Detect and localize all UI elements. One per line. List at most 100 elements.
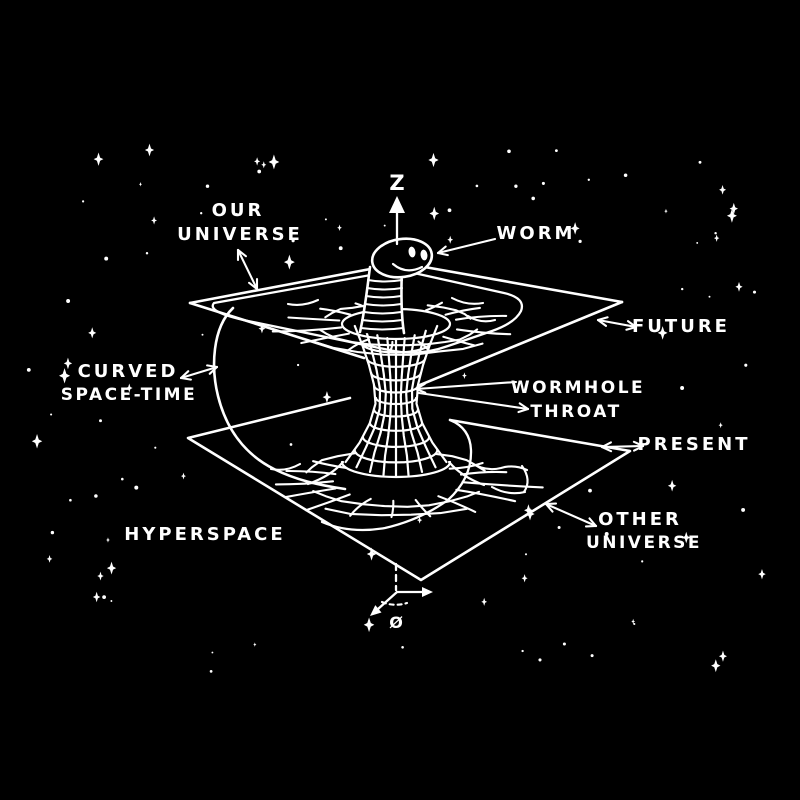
star-dot: [531, 196, 535, 201]
arrow-shaft: [436, 237, 497, 255]
star-dot: [524, 553, 528, 556]
phi-angle-arc: [380, 600, 409, 606]
star-sparkle: [758, 569, 766, 580]
star-sparkle: [667, 479, 677, 492]
arrow-shaft: [417, 391, 530, 411]
arrowhead-barb: [236, 248, 247, 258]
star-dot: [714, 231, 717, 235]
label-curved-space-time-line2: SPACE-TIME: [61, 385, 197, 405]
web-spoke: [459, 470, 508, 476]
web-squiggle: [490, 485, 527, 495]
label-other-universe-line1: OTHER: [598, 509, 682, 530]
web-spoke: [312, 460, 348, 469]
star-sparkle: [63, 357, 73, 370]
arrowhead-barb: [600, 445, 613, 453]
arrowhead-barb: [588, 517, 598, 528]
arrowhead-barb: [600, 441, 612, 449]
star-dot: [681, 287, 684, 291]
label-hyperspace: HYPERSPACE: [124, 524, 285, 545]
star-dot: [26, 367, 31, 372]
web-arc: [434, 452, 486, 472]
web-spoke: [455, 488, 517, 503]
web-arc: [324, 304, 368, 319]
worm-smile: [391, 262, 424, 272]
star-sparkle: [417, 516, 423, 524]
star-sparkle: [106, 537, 110, 543]
star-sparkle: [631, 618, 636, 625]
web-spoke: [414, 498, 432, 518]
web-squiggle: [286, 298, 320, 306]
web-spoke: [284, 487, 337, 499]
star-sparkle: [151, 216, 157, 225]
phi-arrow-diagonal-line: [376, 590, 399, 611]
arrow-our-universe: [236, 248, 259, 291]
star-dot: [205, 184, 210, 188]
worm-eye-left: [408, 246, 416, 258]
star-sparkle: [718, 650, 727, 662]
arrowhead-barb: [436, 245, 447, 255]
funnel-vertical-line: [382, 337, 393, 477]
star-dot: [324, 218, 327, 221]
star-sparkle: [726, 208, 737, 223]
funnel-ring: [368, 421, 424, 432]
star-dot: [50, 413, 53, 416]
star-dot: [209, 670, 213, 673]
web-spoke: [304, 493, 351, 512]
star-sparkle: [524, 504, 533, 517]
star-dot: [708, 295, 711, 298]
web-arc: [312, 490, 481, 508]
funnel-base-ring: [340, 460, 452, 479]
label-future: FUTURE: [632, 316, 730, 337]
star-sparkle: [138, 181, 143, 187]
web-spoke: [287, 316, 341, 322]
star-dot: [104, 256, 109, 261]
arrow-other-universe: [544, 502, 598, 528]
phi-angle-construction: [370, 562, 433, 616]
star-sparkle: [59, 368, 71, 384]
web-spoke: [448, 461, 484, 470]
arrowhead-barb: [626, 320, 638, 329]
star-dot: [134, 485, 139, 490]
star-dot: [514, 184, 518, 188]
funnel-vertical-line: [344, 324, 377, 464]
label-our-universe-line2: UNIVERSE: [177, 224, 303, 245]
arrowhead-barb: [414, 387, 427, 394]
star-sparkle: [46, 555, 53, 563]
arrow-shaft: [179, 365, 219, 380]
label-present: PRESENT: [638, 434, 751, 455]
label-phi-angle: Ø: [389, 613, 403, 632]
star-sparkle: [366, 547, 377, 561]
star-dot: [623, 173, 628, 177]
star-sparkle: [93, 152, 104, 166]
labels: OUR UNIVERSE WORM FUTURE CURVED SPACE-TI…: [61, 171, 751, 632]
starfield: [26, 143, 766, 673]
star-sparkle: [106, 561, 117, 575]
funnel-skirt-left: [306, 460, 345, 486]
web-spoke: [437, 495, 477, 513]
arrowhead-barb: [248, 281, 259, 291]
star-dot: [641, 560, 644, 563]
star-sparkle: [429, 206, 440, 221]
funnel-skirt-right: [447, 460, 486, 487]
star-sparkle: [268, 154, 280, 170]
star-dot: [741, 507, 746, 512]
star-sparkle: [88, 327, 97, 339]
star-sparkle: [714, 234, 720, 242]
star-dot: [744, 363, 748, 367]
star-dot: [541, 181, 545, 185]
star-dot: [289, 443, 293, 446]
star-dot: [696, 241, 699, 244]
star-dot: [680, 386, 685, 390]
star-dot: [296, 363, 300, 367]
arrow-curved-space-time: [179, 364, 219, 381]
star-sparkle: [337, 224, 342, 232]
web-spoke: [424, 301, 444, 312]
star-dot: [578, 239, 582, 244]
star-dot: [588, 488, 592, 493]
arrowhead-barb: [633, 444, 645, 452]
star-sparkle: [363, 617, 375, 633]
funnel-ring: [373, 408, 419, 418]
label-other-universe-line2: UNIVERSE: [586, 533, 702, 553]
